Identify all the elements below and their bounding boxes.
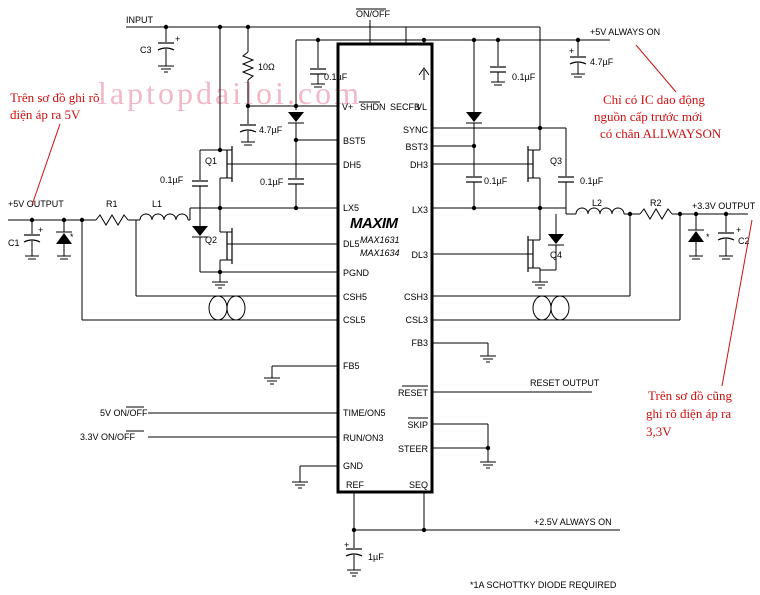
q2-label: Q2 <box>205 235 217 245</box>
pin-lx3: LX3 <box>412 205 428 215</box>
pin-reset: RESET <box>398 388 429 398</box>
annotation-left-2: điện áp ra 5V <box>10 107 81 122</box>
annotation-right-top-1: Chỉ có IC dao động <box>603 92 705 107</box>
pin-bst5: BST5 <box>343 136 366 146</box>
c1-plus: + <box>38 225 43 235</box>
cap-01-e-label: 0.1µF <box>484 176 508 186</box>
v33-on-off-label: 3.3V ON/OFF <box>80 432 136 442</box>
pin-pgnd: PGND <box>343 268 370 278</box>
annotation-right-top-2: nguồn cấp trước mới <box>594 109 703 124</box>
annotation-right-top-3: có chân ALLWAYSON <box>600 126 722 141</box>
c3-label: C3 <box>140 45 152 55</box>
ic-brand: MAXIM <box>350 215 399 232</box>
q1-label: Q1 <box>205 156 217 166</box>
pin-sync: SYNC <box>403 125 429 135</box>
star-right: * <box>706 232 710 242</box>
cap-01-a-label: 0.1µF <box>324 72 348 82</box>
pin-csh5: CSH5 <box>343 292 367 302</box>
c3-plus: + <box>175 34 180 44</box>
pin-fb3: FB3 <box>411 338 428 348</box>
pin-dh3: DH3 <box>410 160 428 170</box>
cap-01-d-label: 0.1µF <box>512 72 536 82</box>
cap-47-a-label: 4.7µF <box>259 125 283 135</box>
v5-always-on-label: +5V ALWAYS ON <box>590 27 660 37</box>
ic-body <box>336 42 434 494</box>
l1-label: L1 <box>152 199 162 209</box>
c47b-plus: + <box>569 46 574 56</box>
input-label: INPUT <box>126 15 154 25</box>
pin-secfb: SECFB <box>390 102 420 112</box>
pin-dl3: DL3 <box>411 250 428 260</box>
pin-dl5: DL5 <box>343 239 360 249</box>
pin-skip: SKIP <box>407 420 428 430</box>
annotation-left-1: Trên sơ đồ ghi rõ <box>10 90 99 105</box>
pin-fb5: FB5 <box>343 361 360 371</box>
annotation-right-bottom-3: 3,3V <box>646 424 672 439</box>
ic-part-1: MAX1631 <box>360 235 400 245</box>
cap-47-b-label: 4.7µF <box>590 57 614 67</box>
watermark: laptopdailoi.com <box>98 75 362 111</box>
footnote: *1A SCHOTTKY DIODE REQUIRED <box>470 580 617 590</box>
c1-label: C1 <box>8 238 20 248</box>
r1-label: R1 <box>106 199 118 209</box>
pin-vl: VL <box>416 102 427 112</box>
pin-run-on3: RUN/ON3 <box>343 433 384 443</box>
annotation-right-bottom-2: ghi rõ điện áp ra <box>646 406 731 421</box>
annotation-right-bottom-1: Trên sơ đồ cũng <box>648 388 733 403</box>
cap-01-c-label: 0.1µF <box>160 175 184 185</box>
annotation-left-pointer <box>31 123 61 206</box>
pin-csl3: CSL3 <box>405 315 428 325</box>
pin-lx5: LX5 <box>343 203 359 213</box>
c2-label: C2 <box>738 236 750 246</box>
pin-time-on5: TIME/ON5 <box>343 408 386 418</box>
v5-on-off-label: 5V ON/OFF <box>100 408 148 418</box>
ic-part-2: MAX1634 <box>360 248 400 258</box>
pin-seq: SEQ <box>409 480 428 490</box>
pin-dh5: DH5 <box>343 160 361 170</box>
pin-vplus: V+ <box>342 102 353 112</box>
pin-shdn: SHDN <box>360 102 386 112</box>
reset-output-label: RESET OUTPUT <box>530 378 600 388</box>
pin-csl5: CSL5 <box>343 315 366 325</box>
v25-always-on-label: +2.5V ALWAYS ON <box>534 517 612 527</box>
cap-1-label: 1µF <box>368 552 384 562</box>
pin-gnd: GND <box>343 461 364 471</box>
pin-steer: STEER <box>398 444 429 454</box>
cap-01-f-label: 0.1µF <box>580 176 604 186</box>
r10-label: 10Ω <box>258 62 275 72</box>
annotation-right-bottom-pointer <box>721 219 753 387</box>
q3-label: Q3 <box>550 156 562 166</box>
annotation-right-top-pointer <box>635 44 677 93</box>
c2-plus: + <box>736 225 741 235</box>
pin-bst3: BST3 <box>405 142 428 152</box>
cap-01-b-label: 0.1µF <box>260 177 284 187</box>
pin-ref: REF <box>346 480 365 490</box>
pin-csh3: CSH3 <box>404 292 428 302</box>
c1uf-plus: + <box>344 540 349 550</box>
star-left: * <box>70 232 74 242</box>
v5-output-label: +5V OUTPUT <box>8 199 64 209</box>
on-off-label: ON/OFF <box>356 9 390 19</box>
r2-label: R2 <box>650 198 662 208</box>
v33-output-label: +3.3V OUTPUT <box>692 201 756 211</box>
l2-label: L2 <box>592 198 602 208</box>
